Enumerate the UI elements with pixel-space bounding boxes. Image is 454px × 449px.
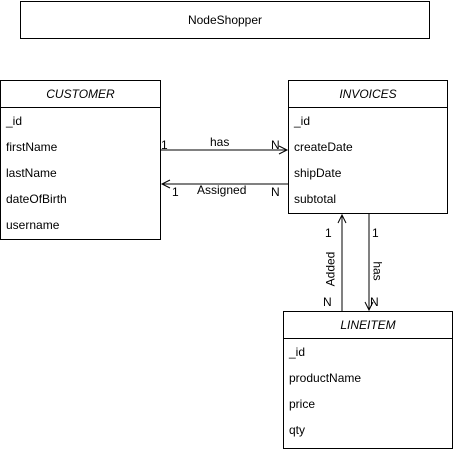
entity-lineitem-name: LINEITEM [284,312,452,339]
customer-field: firstName [6,140,58,154]
customer-field: dateOfBirth [6,192,67,206]
diagram-title: NodeShopper [20,1,430,39]
lineitem-field: qty [289,423,306,437]
cardinality-label: N [271,185,280,199]
invoices-field: subtotal [294,192,337,206]
invoices-field: createDate [294,140,353,154]
entity-customer-name: CUSTOMER [1,81,160,108]
arrowhead-icon [278,145,289,155]
lineitem-field: productName [289,371,362,385]
cardinality-label: N [323,295,332,309]
entity-customer-fields: _id firstName lastName dateOfBirth usern… [1,108,160,238]
relation-label: has [370,261,385,281]
cardinality-label: 1 [172,185,179,199]
lineitem-field: price [289,397,316,411]
cardinality-label: 1 [161,138,168,152]
invoices-field: shipDate [294,166,342,180]
cardinality-label: N [370,295,379,309]
customer-field: _id [6,114,23,128]
cardinality-label: N [271,138,280,152]
relation-label: Assigned [197,183,247,197]
connector-lineitem-added-invoices [337,213,347,311]
lineitem-field: _id [289,345,306,359]
entity-customer: CUSTOMER _id firstName lastName dateOfBi… [0,80,161,240]
relation-label: Added [323,251,338,287]
arrowhead-icon [160,179,171,189]
entity-lineitem: LINEITEM _id productName price qty [283,311,453,449]
cardinality-label: 1 [325,226,332,240]
customer-field: username [6,218,60,232]
customer-field: lastName [6,166,57,180]
entity-invoices-fields: _id createDate shipDate subtotal [289,108,447,212]
entity-invoices: INVOICES _id createDate shipDate subtota… [288,80,448,214]
relation-label: has [210,135,230,149]
entity-lineitem-fields: _id productName price qty [284,339,452,443]
arrowhead-icon [337,213,347,224]
cardinality-label: 1 [372,226,379,240]
invoices-field: _id [294,114,311,128]
entity-invoices-name: INVOICES [289,81,447,108]
